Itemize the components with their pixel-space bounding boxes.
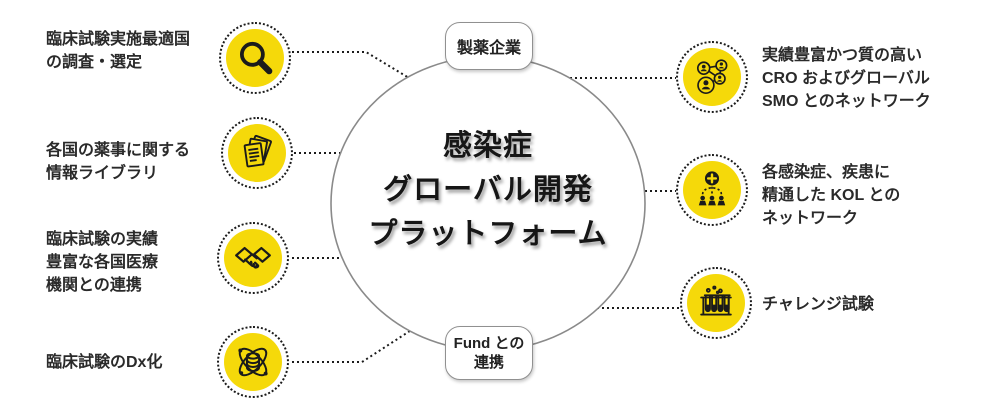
central-title-line: グローバル開発 (383, 174, 593, 206)
fund-label-line: 連携 (473, 354, 504, 371)
right-item-3-label: チャレンジ試験 (762, 293, 874, 316)
left-item-4-label: 臨床試験のDx化 (46, 351, 162, 374)
connector-left-4 (292, 326, 417, 363)
atom-database-icon (238, 347, 268, 377)
right-item-1-label: 実績豊富かつ質の高い CRO およびグローバル SMO とのネットワーク (762, 44, 931, 113)
right-node-cro-smo-network (676, 41, 748, 113)
handshake-icon (235, 246, 271, 269)
right-item-2-label: 各感染症、疾患に 精通した KOL との ネットワーク (762, 161, 900, 230)
left-node-info-library (221, 117, 293, 189)
left-node-medical-partnership (217, 222, 289, 294)
central-title: 感染症 グローバル開発 プラットフォーム (338, 124, 638, 256)
label-line: CRO およびグローバル (762, 70, 930, 87)
label-line: 各感染症、疾患に (762, 164, 891, 181)
left-item-2-label: 各国の薬事に関する 情報ライブラリ (46, 139, 190, 185)
left-item-3-label: 臨床試験の実績 豊富な各国医療 機関との連携 (46, 228, 158, 297)
label-line: チャレンジ試験 (762, 296, 874, 313)
right-node-circle (687, 274, 745, 332)
left-node-circle (224, 333, 282, 391)
kol-hierarchy-icon (698, 171, 726, 206)
label-line: 機関との連携 (46, 277, 142, 294)
fund-collaboration-label: Fund との 連携 (445, 326, 533, 380)
label-line: 豊富な各国医療 (46, 254, 159, 271)
label-line: SMO とのネットワーク (762, 93, 931, 110)
documents-icon (243, 134, 272, 168)
label-line: 情報ライブラリ (46, 165, 159, 182)
right-node-circle (683, 161, 741, 219)
test-tubes-icon (700, 285, 732, 316)
magnifier-icon (239, 41, 273, 75)
people-network-icon (696, 59, 728, 94)
central-title-line: 感染症 (442, 130, 533, 162)
pharma-company-text: 製薬企業 (456, 40, 521, 57)
right-node-kol-network (676, 154, 748, 226)
label-line: ネットワーク (762, 210, 859, 227)
fund-label-line: Fund との (453, 335, 525, 352)
label-line: 臨床試験のDx化 (46, 354, 163, 371)
label-line: 各国の薬事に関する (46, 142, 191, 159)
left-item-1-label: 臨床試験実施最適国 の調査・選定 (46, 28, 190, 74)
right-node-challenge-test (680, 267, 752, 339)
connector-left-1 (292, 51, 415, 82)
right-node-circle (683, 48, 741, 106)
left-node-circle (228, 124, 286, 182)
left-node-circle (224, 229, 282, 287)
left-node-country-research (219, 22, 291, 94)
left-node-dx (217, 326, 289, 398)
left-node-circle (226, 29, 284, 87)
central-title-line: プラットフォーム (368, 218, 608, 250)
label-line: 臨床試験の実績 (46, 231, 159, 248)
pharma-company-label: 製薬企業 (445, 22, 533, 70)
label-line: 精通した KOL との (762, 187, 901, 204)
label-line: 臨床試験実施最適国 (46, 31, 191, 48)
label-line: 実績豊富かつ質の高い (762, 47, 923, 64)
label-line: の調査・選定 (46, 54, 143, 71)
